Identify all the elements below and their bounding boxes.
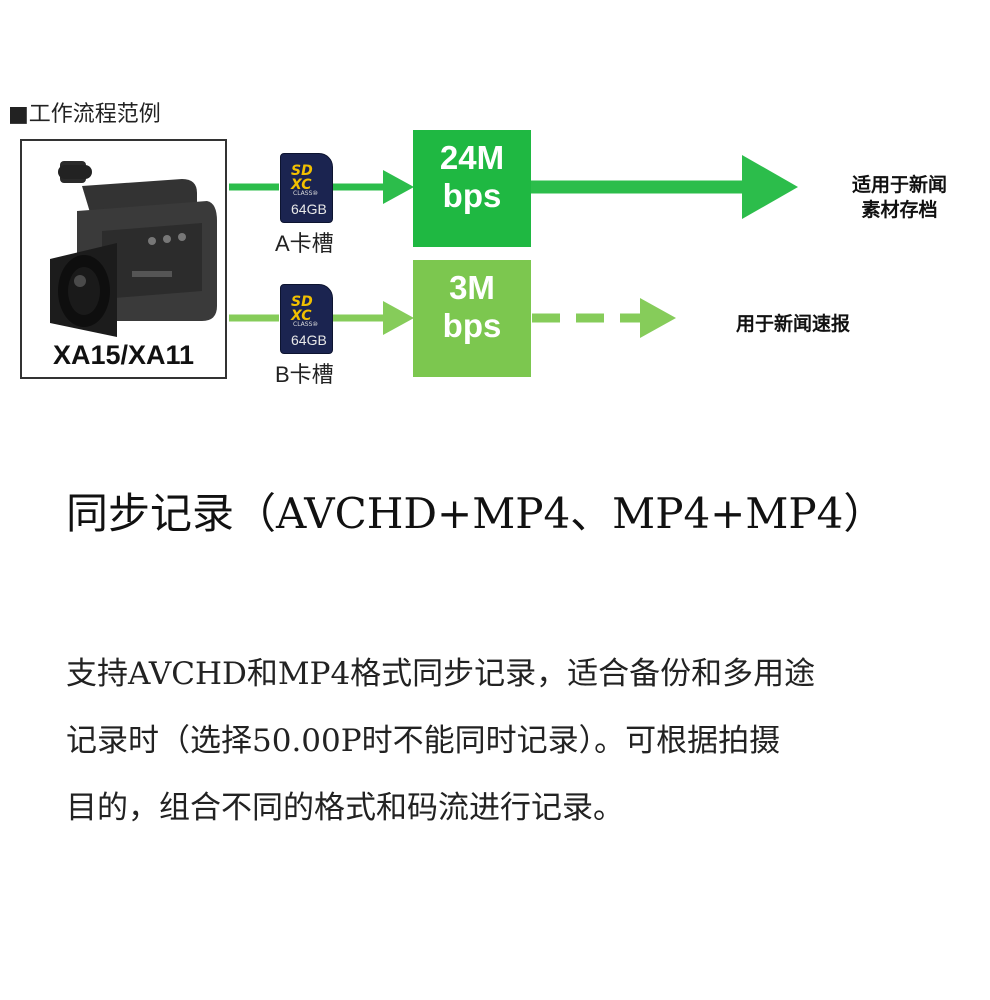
sd-class: CLASS⑩ — [293, 321, 318, 328]
paragraph-line: 记录时（选择50.00P时不能同时记录）。可根据拍摄 — [66, 723, 781, 759]
rate-value: 24M — [439, 139, 505, 176]
camera-box: XA15/XA11 — [20, 139, 227, 379]
destination-line: 用于新闻速报 — [736, 313, 851, 335]
rate-unit: bps — [442, 177, 502, 214]
big-arrow-head-icon — [742, 155, 798, 219]
arrow-head-icon — [383, 301, 414, 335]
rate-box-b: 3M bps — [413, 260, 531, 377]
sd-capacity: 64GB — [291, 332, 327, 348]
section-heading: 同步记录（AVCHD+MP4、MP4+MP4） — [66, 489, 886, 538]
destination-b: 用于新闻速报 — [736, 312, 850, 337]
flow-arrows — [229, 155, 798, 338]
camera-model-label: XA15/XA11 — [52, 340, 195, 370]
rate-value: 3M — [449, 269, 495, 306]
destination-line: 适用于新闻 — [852, 174, 948, 196]
dashed-arrow-head-icon — [640, 298, 676, 338]
sd-card-a-icon: SD XC CLASS⑩ 64GB — [280, 153, 333, 223]
camcorder-illustration — [50, 161, 217, 337]
sd-logo: SD XC — [291, 294, 313, 324]
slot-a-label: A卡槽 — [275, 231, 334, 256]
rate-unit: bps — [442, 307, 502, 344]
sd-logo: SD XC — [291, 163, 313, 193]
destination-line: 素材存档 — [861, 199, 938, 221]
sd-card-b-icon: SD XC CLASS⑩ 64GB — [280, 284, 333, 354]
paragraph-line: 目的，组合不同的格式和码流进行记录。 — [66, 790, 624, 826]
workflow-example-title: ■工作流程范例 — [8, 102, 161, 127]
arrow-head-icon — [383, 170, 414, 204]
destination-a: 适用于新闻 素材存档 — [852, 173, 947, 223]
rate-box-a: 24M bps — [413, 130, 531, 247]
sd-capacity: 64GB — [291, 201, 327, 217]
slot-b-label: B卡槽 — [275, 362, 334, 387]
sd-class: CLASS⑩ — [293, 190, 318, 197]
paragraph-line: 支持AVCHD和MP4格式同步记录，适合备份和多用途 — [66, 656, 816, 692]
